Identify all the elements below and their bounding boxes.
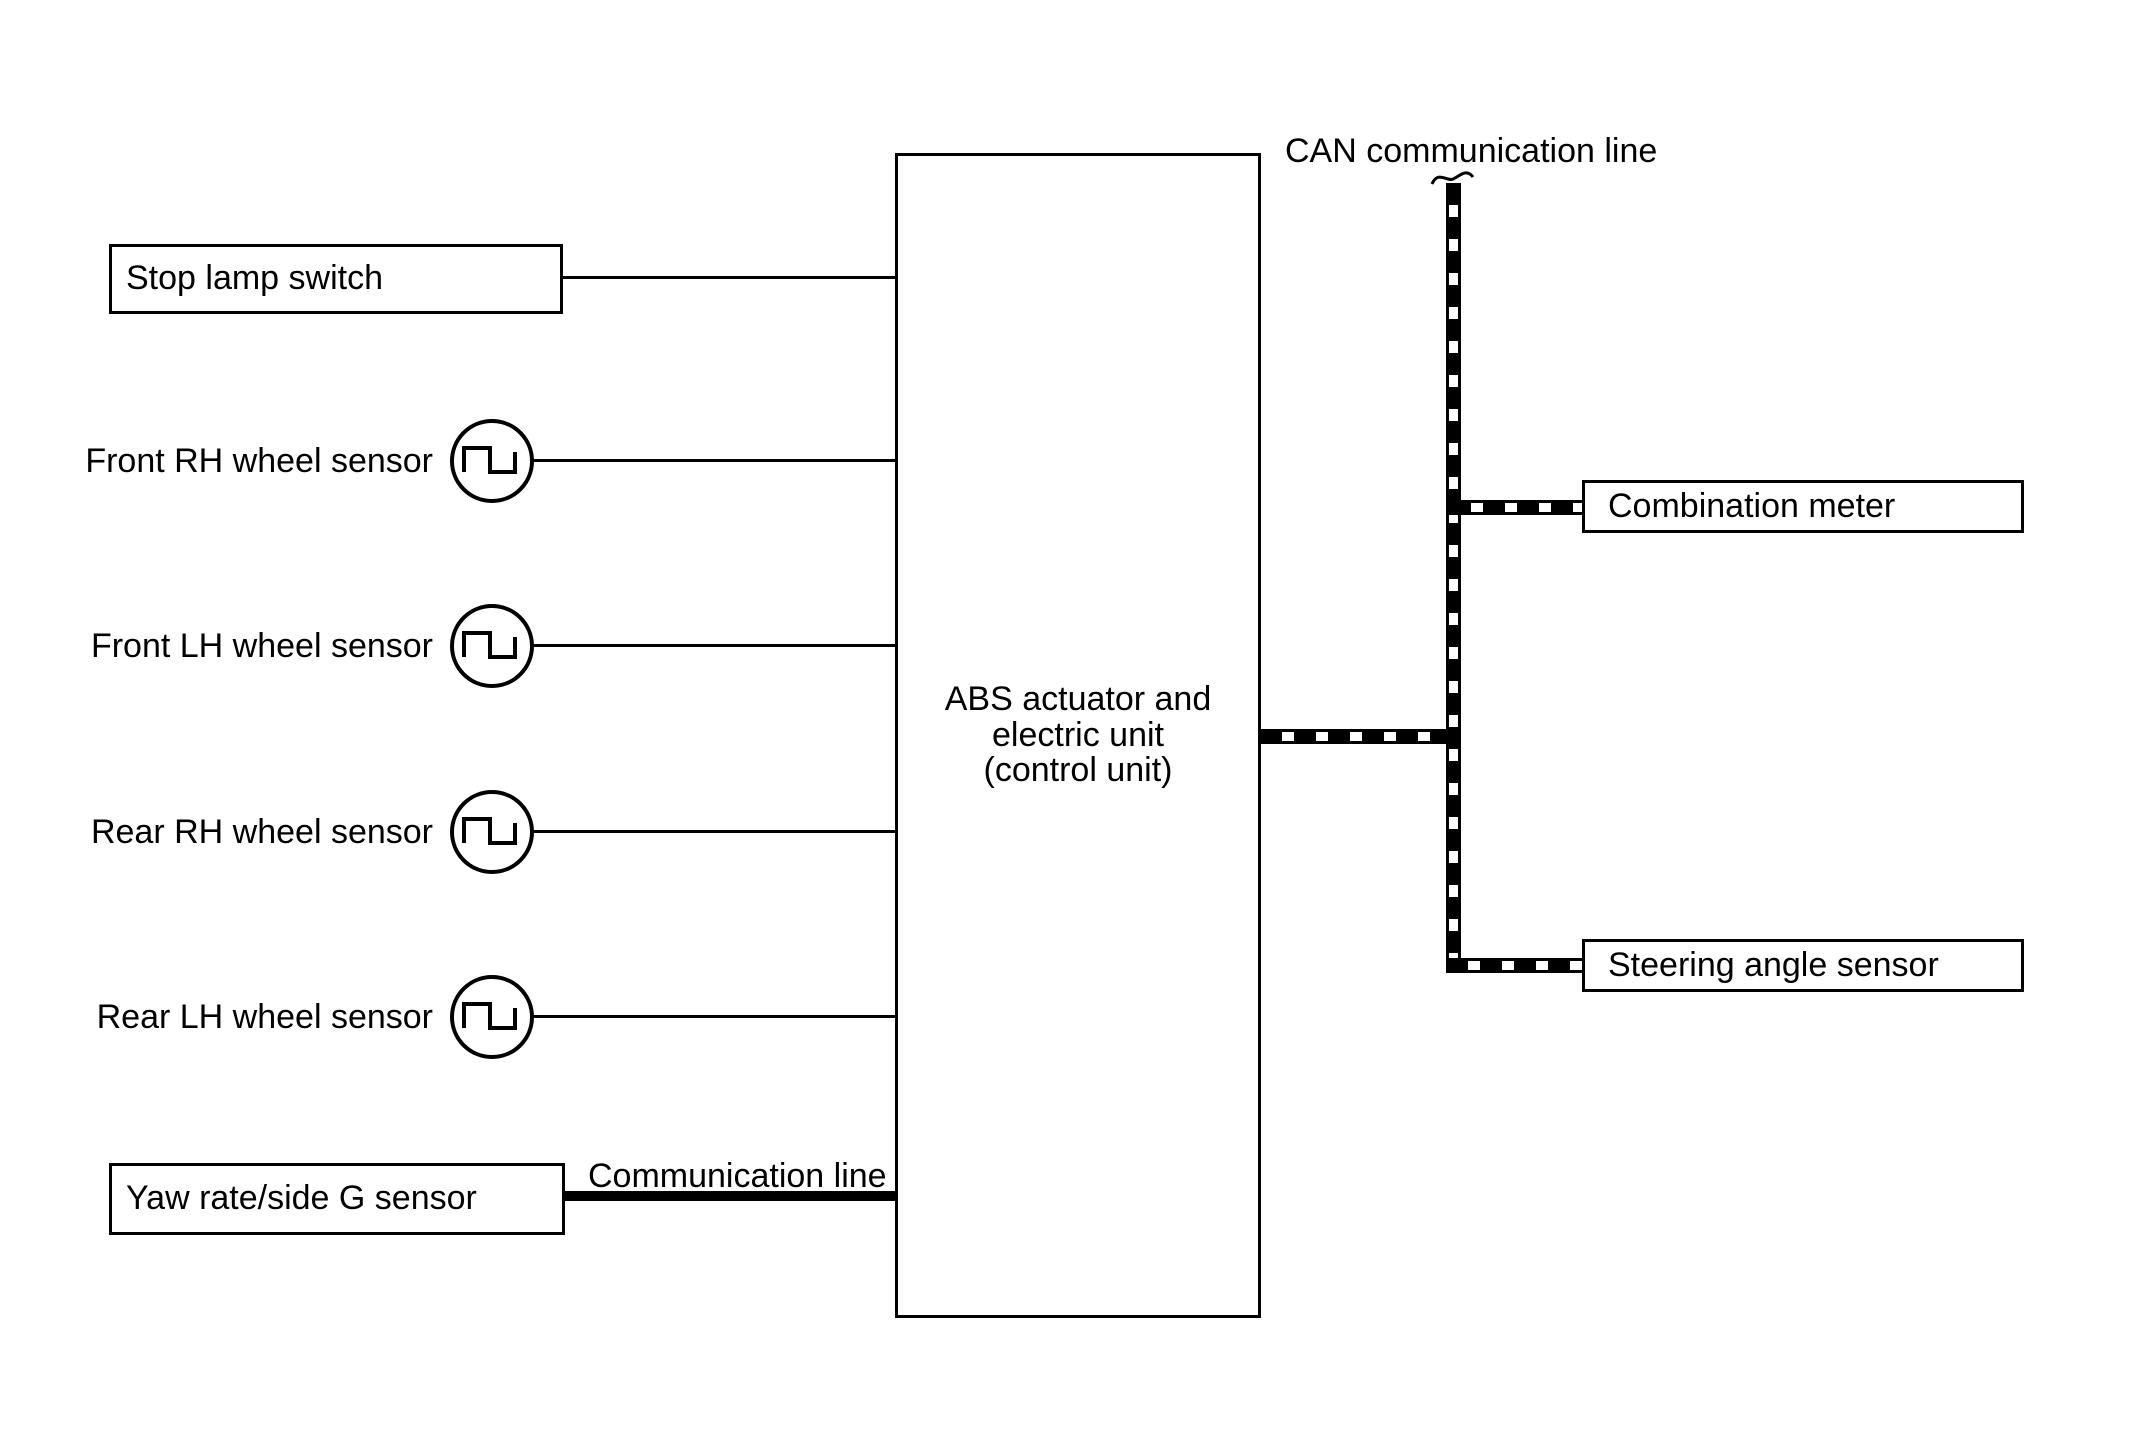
yaw-rate-side-g-sensor-box: Yaw rate/side G sensor bbox=[109, 1163, 565, 1235]
abs-actuator-unit-box: ABS actuator and electric unit (control … bbox=[895, 153, 1261, 1318]
rear-rh-wheel-sensor-label: Rear RH wheel sensor bbox=[90, 813, 433, 851]
yaw-rate-side-g-sensor-label: Yaw rate/side G sensor bbox=[126, 1179, 477, 1218]
stop-lamp-switch-label: Stop lamp switch bbox=[126, 259, 383, 298]
abs-unit-label-line1: ABS actuator and bbox=[944, 679, 1212, 718]
wheel-sensor-icon bbox=[450, 790, 534, 874]
front-rh-wheel-sensor-label: Front RH wheel sensor bbox=[85, 442, 433, 480]
pulse-wave-icon bbox=[462, 1002, 517, 1030]
wheel-sensor-icon bbox=[450, 975, 534, 1059]
can-bus-abs-branch bbox=[1260, 729, 1460, 744]
connector-rear-rh bbox=[530, 830, 895, 833]
connector-front-lh bbox=[530, 644, 895, 647]
can-bus-vertical-line bbox=[1446, 183, 1461, 972]
connector-rear-lh bbox=[530, 1015, 895, 1018]
pulse-wave-icon bbox=[462, 631, 517, 659]
connector-front-rh bbox=[530, 459, 895, 462]
pulse-wave-icon bbox=[462, 446, 517, 474]
can-bus-branch-combination-meter bbox=[1449, 500, 1582, 515]
communication-line bbox=[562, 1191, 895, 1201]
front-lh-wheel-sensor-label: Front LH wheel sensor bbox=[90, 627, 433, 665]
pulse-wave-icon bbox=[462, 817, 517, 845]
can-bus-branch-steering-angle-sensor bbox=[1446, 958, 1582, 973]
can-communication-line-label: CAN communication line bbox=[1285, 132, 1658, 170]
wheel-sensor-icon bbox=[450, 419, 534, 503]
connector-stop-lamp bbox=[560, 276, 895, 279]
combination-meter-label: Combination meter bbox=[1608, 486, 1896, 525]
communication-line-label: Communication line bbox=[588, 1157, 887, 1195]
steering-angle-sensor-label: Steering angle sensor bbox=[1608, 945, 1939, 984]
wheel-sensor-icon bbox=[450, 604, 534, 688]
abs-unit-label-line3: (control unit) bbox=[983, 751, 1173, 790]
rear-lh-wheel-sensor-label: Rear LH wheel sensor bbox=[96, 998, 433, 1036]
stop-lamp-switch-box: Stop lamp switch bbox=[109, 244, 563, 314]
abs-unit-label-line2: electric unit bbox=[992, 715, 1164, 754]
combination-meter-box: Combination meter bbox=[1582, 480, 2024, 533]
steering-angle-sensor-box: Steering angle sensor bbox=[1582, 939, 2024, 992]
